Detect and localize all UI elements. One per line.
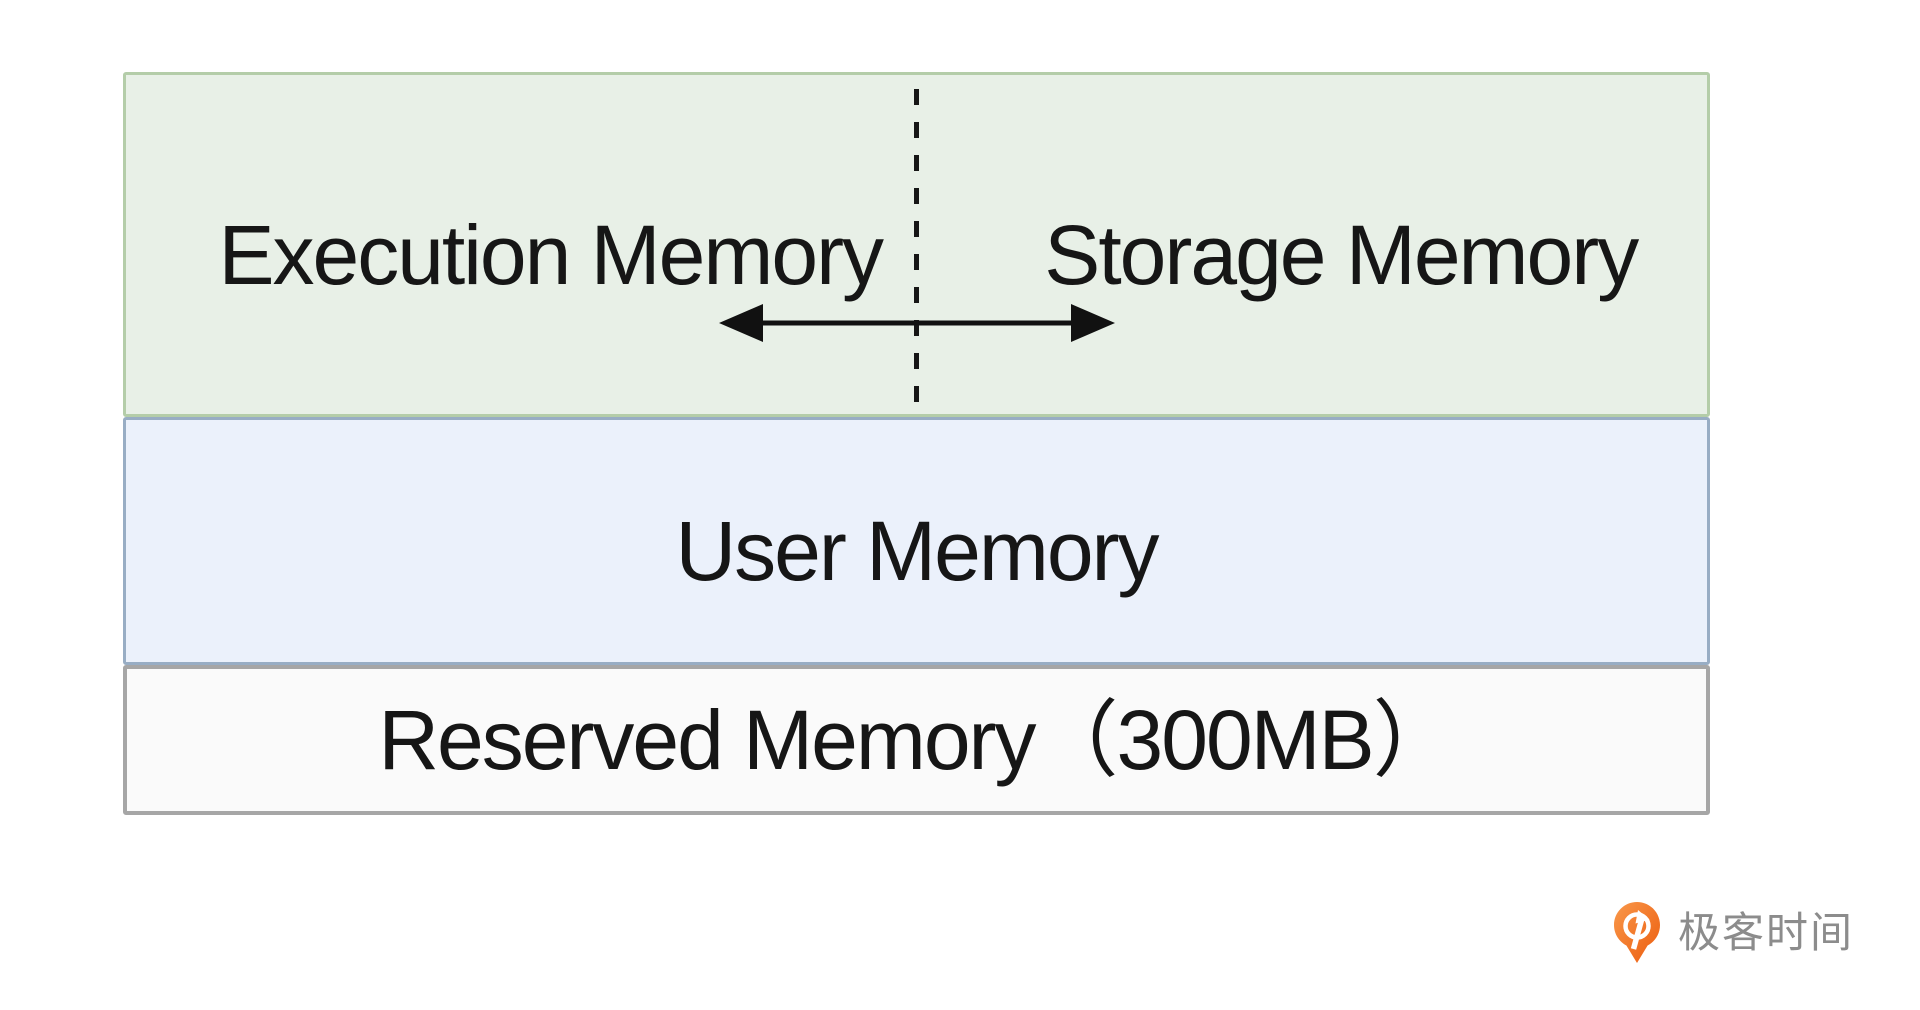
geektime-logo: 极客时间: [1614, 902, 1854, 964]
user-memory-label: User Memory: [675, 504, 1159, 598]
dashed-divider-line: [914, 89, 919, 414]
unified-memory-region: Execution Memory Storage Memory: [123, 72, 1710, 417]
user-memory-region: User Memory: [123, 417, 1710, 665]
execution-memory-label: Execution Memory: [218, 208, 884, 302]
geektime-pin-icon: [1614, 902, 1660, 963]
two-way-arrow-icon: [718, 304, 1115, 342]
memory-layout-diagram: Execution Memory Storage Memory User Mem…: [123, 72, 1710, 815]
storage-memory-label: Storage Memory: [1044, 208, 1639, 302]
reserved-memory-label: Reserved Memory（300MB）: [378, 693, 1456, 787]
geektime-logo-text: 极客时间: [1678, 909, 1855, 956]
reserved-memory-region: Reserved Memory（300MB）: [123, 665, 1710, 815]
